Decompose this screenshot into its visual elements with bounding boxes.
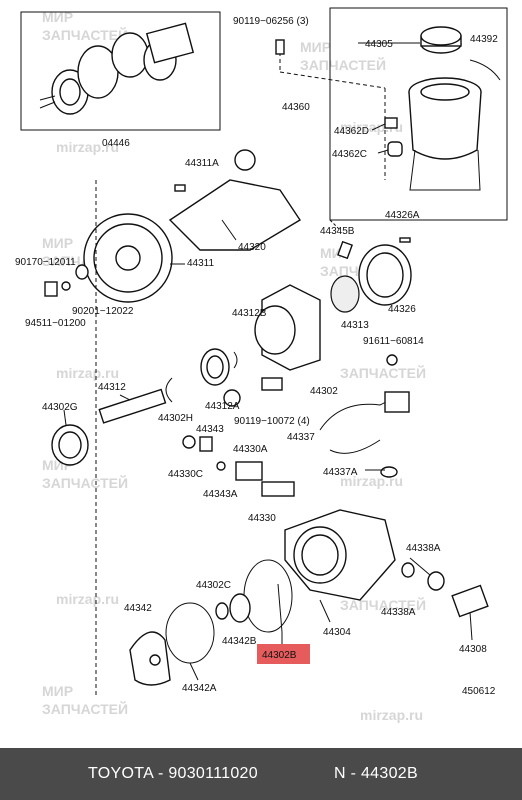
label-44302G: 44302G [42, 402, 78, 413]
label-44342B: 44342B [222, 636, 257, 647]
watermark-site: mirzap.ru [360, 707, 423, 723]
label-44312: 44312 [98, 382, 126, 393]
watermark-site: mirzap.ru [56, 591, 119, 607]
label-94511-01200: 94511−01200 [25, 318, 86, 329]
highlight-box [257, 644, 310, 664]
watermark-text: ЗАПЧАСТЕЙ [340, 364, 426, 381]
label-44337: 44337 [287, 432, 315, 443]
rotor-parts [254, 237, 412, 371]
reservoir-44360 [329, 7, 508, 221]
watermark-text: ЗАПЧАСТЕЙ [340, 596, 426, 613]
label-44360: 44360 [282, 102, 310, 113]
label-44305: 44305 [365, 39, 393, 50]
label-44342A: 44342A [182, 683, 217, 694]
label-44330C: 44330C [168, 469, 203, 480]
watermark-text: МИР [42, 683, 73, 699]
housing-parts [129, 509, 489, 686]
label-44311A: 44311A [185, 158, 219, 169]
label-44362C: 44362C [332, 149, 367, 160]
label-44330: 44330 [248, 513, 276, 524]
label-90119-06256: 90119−06256 (3) [233, 16, 309, 27]
label-44313: 44313 [341, 320, 369, 331]
watermark-text: ЗАПЧАСТЕЙ [42, 26, 128, 43]
footer-bar: TOYOTA - 9030111020 N - 44302B [0, 748, 522, 800]
label-44326: 44326 [388, 304, 416, 315]
label-44343A: 44343A [203, 489, 238, 500]
label-44312B: 44312B [232, 308, 267, 319]
label-44337A: 44337A [323, 467, 358, 478]
label-44392: 44392 [470, 34, 498, 45]
shaft-parts [51, 348, 283, 466]
watermark-text: МИР [300, 39, 331, 55]
label-44312A: 44312A [205, 401, 240, 412]
label-44338A-2: 44338A [381, 607, 416, 618]
label-90170-12011: 90170−12011 [15, 257, 76, 268]
label-91611-60814: 91611−60814 [363, 336, 424, 347]
label-44342: 44342 [124, 603, 152, 614]
watermark-text: МИР [42, 9, 73, 25]
watermark-text: ЗАПЧАСТЕЙ [300, 56, 386, 73]
label-44311: 44311 [187, 258, 215, 269]
valve-parts [182, 391, 410, 497]
label-44330A: 44330A [233, 444, 268, 455]
watermark-site: mirzap.ru [56, 365, 119, 381]
label-44345B: 44345B [320, 226, 355, 237]
label-90119-10072: 90119−10072 (4) [234, 416, 310, 427]
label-04446: 04446 [102, 138, 130, 149]
label-44338A: 44338A [406, 543, 441, 554]
pump-assembly [44, 149, 301, 303]
watermark-site: mirzap.ru [56, 139, 119, 155]
watermark-text: ЗАПЧАСТЕЙ [42, 474, 128, 491]
parts-diagram: МИР ЗАПЧАСТЕЙ МИР ЗАПЧАСТЕЙ mirzap.ru mi… [15, 7, 508, 723]
footer-reference-number: N - 44302B [334, 765, 418, 782]
leader-lines [63, 42, 473, 695]
label-44362D: 44362D [334, 126, 369, 137]
gasket-kit-04446 [20, 11, 221, 131]
watermark-text: ЗАПЧАСТЕЙ [42, 700, 128, 717]
label-90201-12022: 90201−12022 [72, 306, 134, 317]
label-44320: 44320 [238, 242, 266, 253]
label-44302H: 44302H [158, 413, 193, 424]
footer-part-number: TOYOTA - 9030111020 [88, 765, 258, 782]
watermark-text: МИР [42, 235, 73, 251]
label-44304: 44304 [323, 627, 351, 638]
label-450612: 450612 [462, 686, 496, 697]
label-44308: 44308 [459, 644, 487, 655]
label-44302B: 44302B [262, 650, 297, 661]
label-44326A: 44326A [385, 210, 420, 221]
label-44343: 44343 [196, 424, 224, 435]
label-44302: 44302 [310, 386, 338, 397]
label-44302C: 44302C [196, 580, 231, 591]
